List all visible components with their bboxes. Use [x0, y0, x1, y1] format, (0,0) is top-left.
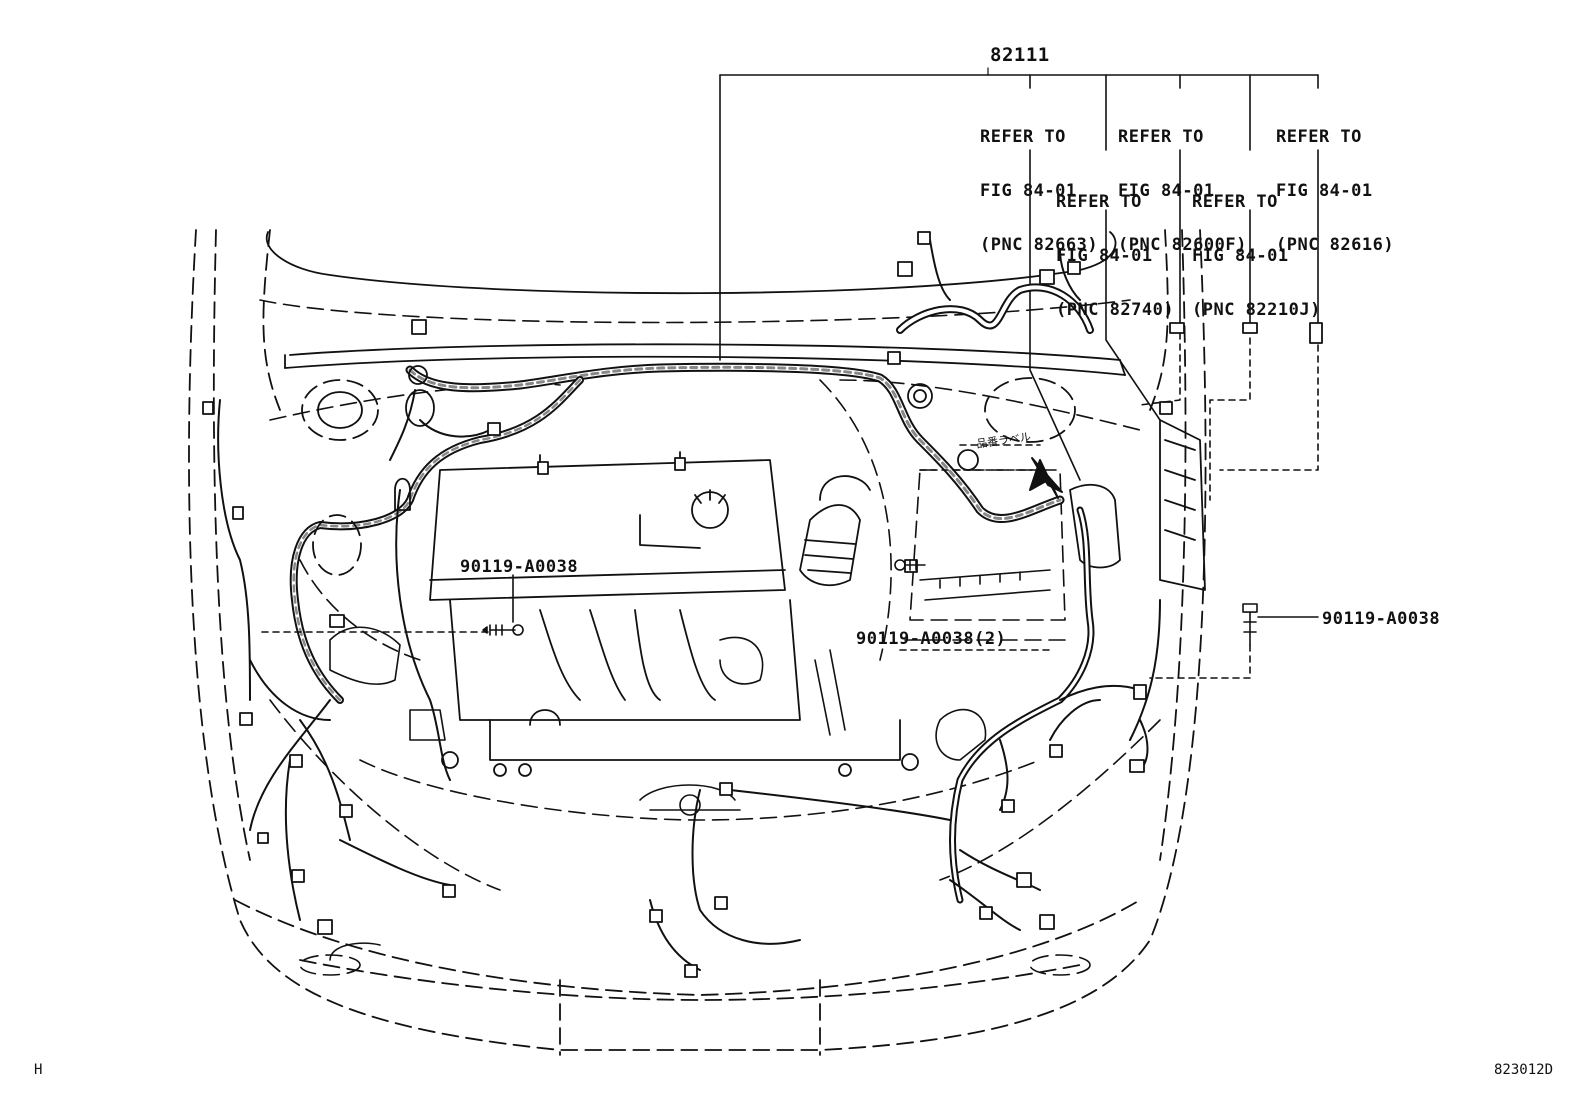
- battery-tray: [904, 469, 1071, 641]
- grommets: [312, 365, 979, 777]
- reference-line: (PNC 82600F): [1118, 235, 1247, 255]
- strut-tower-right: [984, 377, 1076, 443]
- reference-block-1: REFER TO FIG 84-01 (PNC 82663): [980, 92, 1098, 272]
- main-harness: [289, 283, 1095, 904]
- dashed-callouts: [261, 332, 1319, 679]
- reference-line: FIG 84-01: [1118, 181, 1215, 201]
- reference-line: REFER TO: [1192, 192, 1278, 212]
- strut-tower-left: [301, 379, 379, 441]
- reference-line: (PNC 82210J): [1192, 300, 1321, 320]
- figure-code: 823012D: [1494, 1062, 1554, 1078]
- reference-line: REFER TO: [1276, 127, 1362, 147]
- reference-line: FIG 84-01: [1276, 181, 1373, 201]
- reference-line: REFER TO: [1118, 127, 1204, 147]
- bolt-right: [1242, 603, 1319, 646]
- reference-block-3: REFER TO FIG 84-01 (PNC 82616): [1276, 92, 1394, 272]
- intake-hose: [799, 475, 871, 587]
- bolt-label-left: 90119-A0038: [460, 557, 579, 577]
- bolt-middle: [894, 559, 926, 571]
- bolt-label-middle: 90119-A0038(2): [856, 629, 1007, 649]
- engine-details: [329, 569, 1051, 761]
- reference-line: (PNC 82616): [1276, 235, 1395, 255]
- corner-mark: H: [34, 1062, 43, 1078]
- reference-line: (PNC 82740): [1056, 300, 1175, 320]
- reference-block-2: REFER TO FIG 84-01 (PNC 82600F): [1118, 92, 1247, 272]
- engine-cover: [429, 451, 786, 601]
- reference-line: FIG 84-01: [980, 181, 1077, 201]
- reference-block-5: REFER TO FIG 84-01 (PNC 82210J): [1192, 157, 1321, 337]
- leader-lines: [719, 74, 1319, 481]
- inner-fender-lines: [259, 299, 1161, 891]
- bolt-label-right: 90119-A0038: [1322, 609, 1441, 629]
- cowl-panel: [265, 231, 1126, 376]
- reference-line: FIG 84-01: [1192, 246, 1289, 266]
- branch-wires: [217, 239, 1161, 971]
- bolt-left: [482, 574, 524, 636]
- label-arrow: [1029, 457, 1063, 499]
- reference-block-4: REFER TO FIG 84-01 (PNC 82740): [1056, 157, 1174, 337]
- intake-manifold: [449, 599, 901, 761]
- part-number-82111: 82111: [990, 44, 1050, 66]
- reference-line: (PNC 82663): [980, 235, 1099, 255]
- reference-line: REFER TO: [980, 127, 1066, 147]
- reference-line: REFER TO: [1056, 192, 1142, 212]
- connectors: [202, 231, 1323, 978]
- car-body-outline: [188, 229, 1207, 1056]
- reference-line: FIG 84-01: [1056, 246, 1153, 266]
